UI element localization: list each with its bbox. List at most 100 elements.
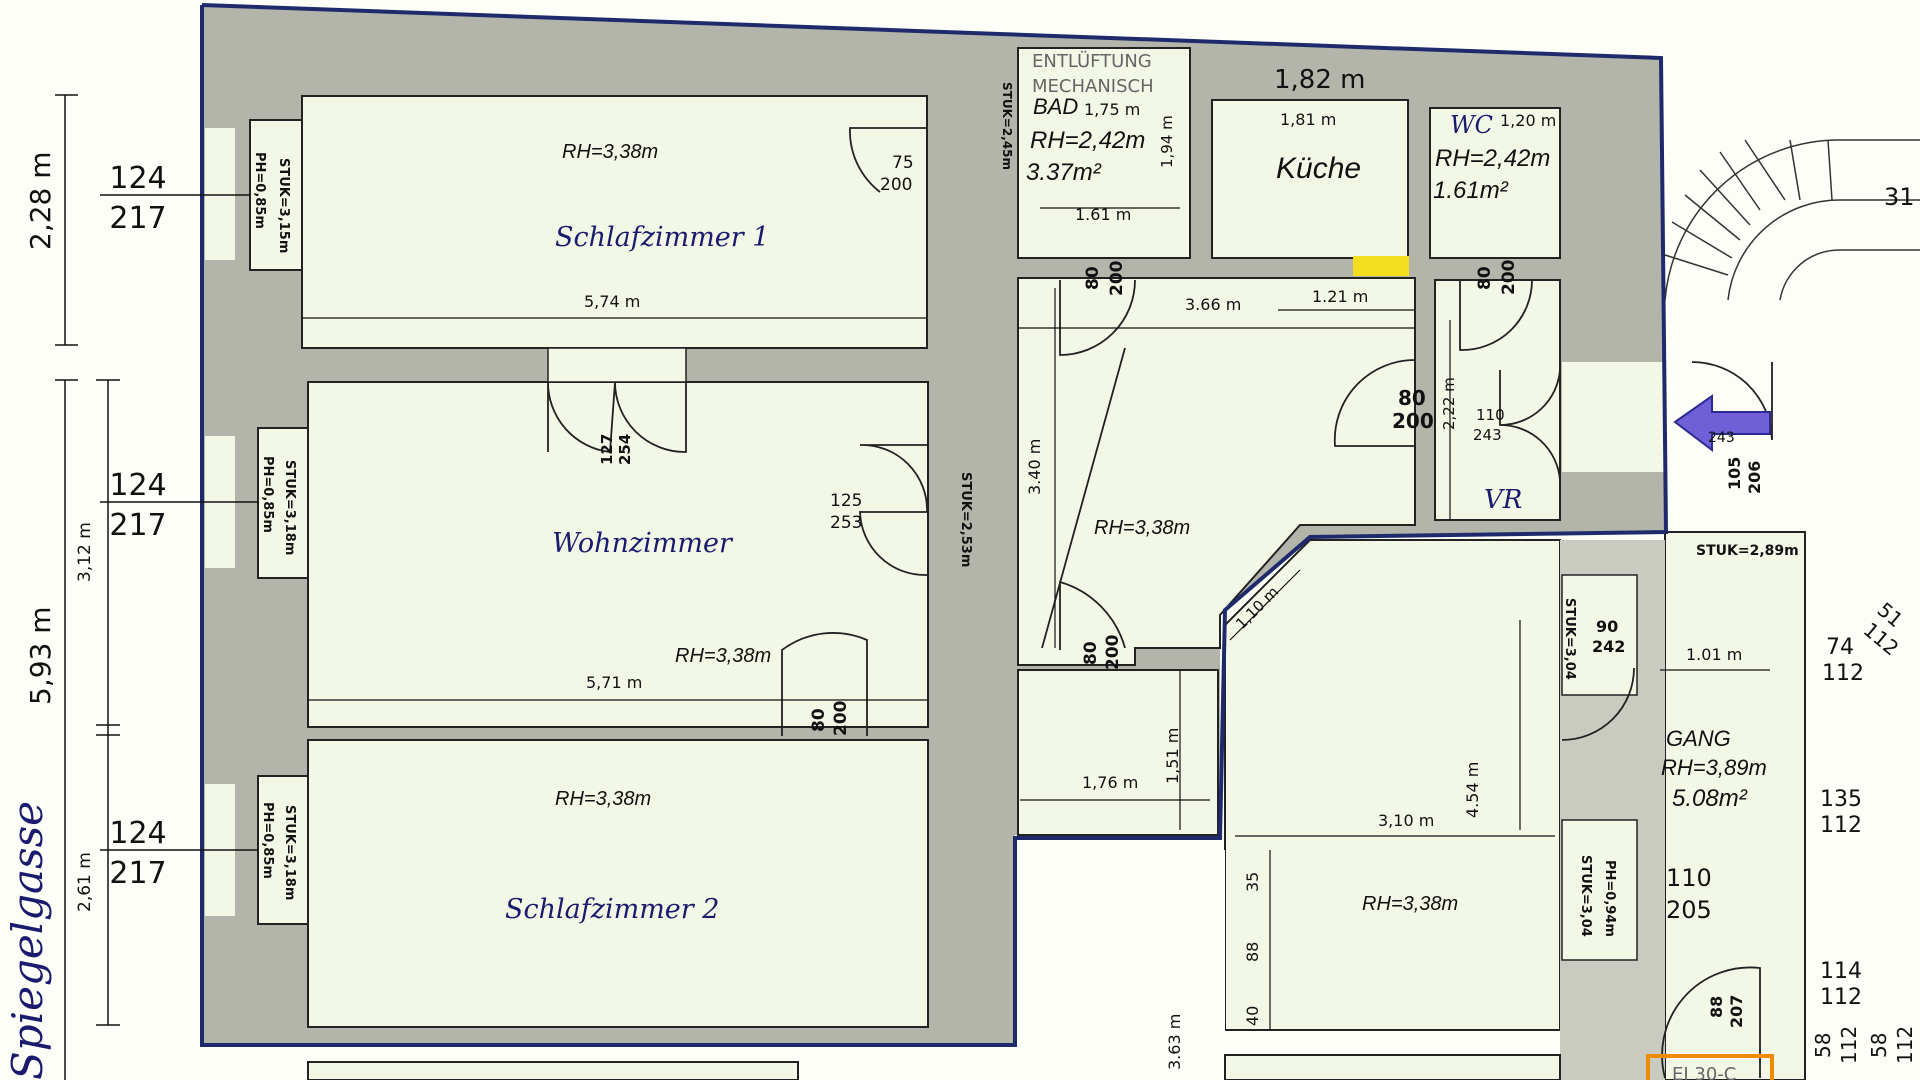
door-12-height: 205 [1666, 896, 1712, 924]
flur-width-1: 3.66 m [1185, 295, 1241, 314]
dim-2-61: 2,61 m [75, 852, 95, 912]
stuk-label-8: STUK=2,45m [1000, 82, 1014, 170]
window-2-width: 124 [109, 468, 166, 503]
kueche-name: Küche [1276, 152, 1361, 185]
right-label-6: 31 [1884, 183, 1915, 211]
right-label-1a: 74 [1826, 635, 1854, 660]
door-8-width: 80 [1475, 266, 1495, 290]
door-6-width: 80 [1398, 386, 1426, 410]
window-sill-1 [205, 128, 235, 260]
schlafzimmer-1-width: 5,74 m [584, 292, 640, 311]
small-room-width: 1,76 m [1082, 773, 1138, 792]
window-1-width: 124 [109, 161, 166, 196]
door-3-width: 125 [830, 491, 862, 511]
gang-niche-2 [1561, 819, 1638, 961]
door-2-height: 254 [616, 434, 634, 465]
entrance-arrow [1673, 394, 1771, 453]
bad-height: 1,94 m [1158, 115, 1176, 168]
bottom-strip [1015, 850, 1225, 1080]
kueche-top-dim: 1,82 m [1274, 65, 1365, 95]
door-7-width: 80 [1081, 641, 1101, 665]
flur-height: 3.40 m [1025, 439, 1044, 495]
flur-width-2: 1.21 m [1312, 287, 1368, 306]
door-5-width: 80 [1083, 266, 1103, 290]
wc-floor [1429, 107, 1561, 259]
ph-label-2: PH=0,85m [260, 456, 275, 533]
small-room-height-2: 3.63 m [1165, 1014, 1184, 1070]
right-label-2a: 135 [1820, 787, 1862, 812]
wc-rh: RH=2,42m [1435, 145, 1550, 172]
gang-niche-1 [1561, 574, 1638, 696]
stuk-label-3: STUK=3,18m [282, 805, 297, 900]
right-label-5b: 112 [1893, 1026, 1917, 1064]
room-5-d40: 40 [1243, 1006, 1262, 1026]
door-4-height: 200 [831, 700, 851, 736]
right-label-5a: 58 [1867, 1033, 1891, 1058]
door-9-width: 110 [1476, 406, 1505, 424]
room-5-rh: RH=3,38m [1362, 893, 1458, 915]
stuk-label-5: STUK=2,89m [1696, 543, 1799, 559]
door-13-height: 207 [1727, 995, 1746, 1028]
door-swings [547, 127, 1773, 1079]
bottom-left-room [307, 1061, 799, 1080]
door-14-height: 206 [1745, 461, 1764, 494]
street-name: Spiegelgasse [3, 801, 52, 1080]
gang-area: 5.08m² [1672, 785, 1748, 812]
room-5-d35: 35 [1243, 872, 1262, 892]
ph-label-7: PH=0,94m [1602, 860, 1617, 937]
right-label-3b: 112 [1820, 985, 1862, 1010]
door-7-height: 200 [1103, 634, 1123, 670]
gang-rh: RH=3,89m [1661, 755, 1767, 780]
fire-door-box [1646, 1054, 1774, 1080]
bad-label: BAD [1033, 94, 1078, 119]
vr-label: VR [1484, 485, 1522, 515]
wohnzimmer-rh: RH=3,38m [675, 645, 771, 667]
window-2-height: 217 [109, 508, 166, 543]
fire-door-label: EI 30-C [1672, 1064, 1736, 1080]
door-11-height: 242 [1592, 637, 1625, 656]
door-3-height: 253 [830, 513, 862, 533]
room-5-d88: 88 [1243, 942, 1262, 962]
vr-height: 2,22 m [1440, 377, 1458, 430]
bad-rh: RH=2,42m [1030, 127, 1145, 154]
stuk-label-7: STUK=3,04 [1578, 855, 1593, 937]
door-13-width: 88 [1707, 996, 1726, 1018]
bottom-room [1224, 1054, 1561, 1080]
wohnzimmer-width: 5,71 m [586, 673, 642, 692]
interior-dimension-lines [302, 207, 1770, 1030]
door-5-height: 200 [1107, 260, 1127, 296]
door-2-width: 127 [598, 434, 616, 465]
right-label-1b: 112 [1822, 661, 1864, 686]
right-label-2b: 112 [1820, 813, 1862, 838]
kueche-floor [1211, 99, 1409, 259]
door-14-width: 105 [1725, 457, 1744, 490]
door-15-height: 243 [1708, 430, 1735, 446]
staircase-area [1666, 60, 1920, 530]
dim-2-28: 2,28 m [24, 151, 57, 250]
schlafzimmer-2-floor [307, 739, 929, 1028]
right-label-4a: 58 [1811, 1033, 1835, 1058]
right-label-3a: 114 [1820, 959, 1862, 984]
wohnzimmer-name: Wohnzimmer [552, 528, 734, 559]
entrance-niche [1562, 362, 1666, 472]
bad-width-2: 1.61 m [1075, 205, 1131, 224]
door-12-width: 110 [1666, 864, 1712, 892]
wc-width: 1,20 m [1500, 111, 1556, 130]
schlafzimmer-1-name: Schlafzimmer 1 [555, 222, 769, 253]
stuk-label-6: STUK=3,04 [1562, 598, 1577, 680]
stuk-label-4: STUK=2,53m [958, 472, 973, 567]
window-3-width: 124 [109, 816, 166, 851]
apartment-boundary [200, 3, 1669, 1047]
dim-5-93: 5,93 m [24, 606, 57, 705]
window-3-height: 217 [109, 856, 166, 891]
door-11-width: 90 [1596, 617, 1618, 636]
stuk-label-2: STUK=3,18m [282, 460, 297, 555]
ph-label-1: PH=0,85m [252, 152, 267, 229]
small-room-height: 1,51 m [1163, 728, 1182, 784]
gang-floor [1664, 531, 1806, 1080]
door-8-height: 200 [1499, 259, 1519, 295]
bad-vent-1: ENTLÜFTUNG [1032, 50, 1152, 72]
dim-3-12: 3,12 m [75, 522, 95, 582]
stuk-label-1: STUK=3,15m [276, 158, 291, 253]
